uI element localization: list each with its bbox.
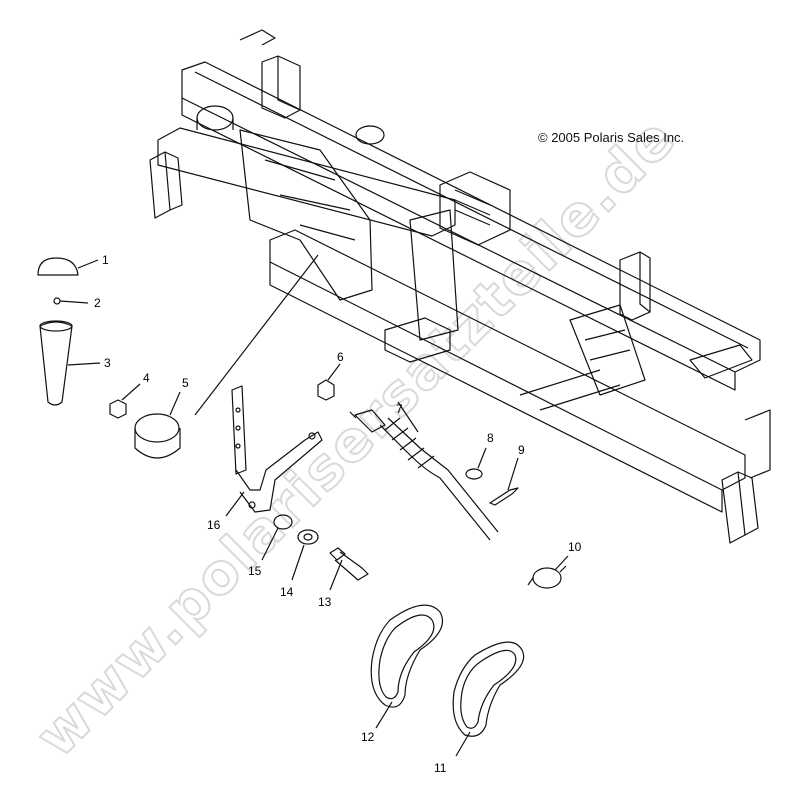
- part-11-pad: [452, 641, 525, 737]
- leader-10: [554, 555, 569, 571]
- part-4-nut: [109, 399, 127, 419]
- callout-12: 12: [361, 730, 375, 744]
- part-1-cap: [37, 257, 79, 276]
- leader-4: [121, 383, 141, 401]
- part-5-bumper: [134, 413, 181, 459]
- part-6-nut: [317, 379, 335, 401]
- leader-8: [477, 447, 487, 469]
- callout-6: 6: [337, 350, 344, 364]
- frame-assembly: [149, 29, 771, 544]
- part-2-pin: [53, 297, 61, 305]
- leader-15: [261, 527, 279, 561]
- callout-8: 8: [487, 431, 494, 445]
- leader-9: [507, 457, 519, 491]
- callout-15: 15: [248, 564, 262, 578]
- part-8-washer: [465, 468, 483, 480]
- leader-13: [329, 559, 343, 591]
- callout-16: 16: [207, 518, 221, 532]
- leader-5: [169, 391, 181, 416]
- leader-16: [225, 491, 245, 517]
- part-15-washer: [273, 514, 293, 530]
- leader-6: [327, 363, 341, 381]
- callout-1: 1: [102, 253, 109, 267]
- watermark: www.polarisersatzteile.de: [23, 104, 690, 771]
- part-10-clip: [527, 565, 567, 589]
- watermark-text: www.polarisersatzteile.de: [24, 105, 689, 770]
- leader-1: [77, 259, 99, 269]
- callout-9: 9: [518, 443, 525, 457]
- leader-7: [397, 401, 419, 433]
- callout-7: 7: [396, 402, 403, 416]
- part-3-grip: [39, 321, 73, 406]
- part-16-lever: [231, 385, 323, 513]
- callout-2: 2: [94, 296, 101, 310]
- part-13-bolt: [329, 547, 369, 581]
- callout-3: 3: [104, 356, 111, 370]
- part-9-cotter-pin: [489, 487, 519, 506]
- callout-4: 4: [143, 371, 150, 385]
- copyright-text: © 2005 Polaris Sales Inc.: [538, 130, 685, 145]
- callout-14: 14: [280, 585, 294, 599]
- part-14-washer: [297, 529, 319, 545]
- callout-10: 10: [568, 540, 582, 554]
- callout-5: 5: [182, 376, 189, 390]
- leader-12: [375, 701, 393, 729]
- leader-11: [455, 731, 471, 757]
- callout-11: 11: [434, 761, 447, 775]
- leader-5b: [194, 254, 319, 416]
- leader-14: [291, 544, 305, 581]
- leader-2: [59, 300, 89, 304]
- leader-3: [67, 362, 101, 366]
- callout-13: 13: [318, 595, 332, 609]
- part-12-pad: [370, 604, 444, 708]
- part-7-cable: [349, 409, 499, 541]
